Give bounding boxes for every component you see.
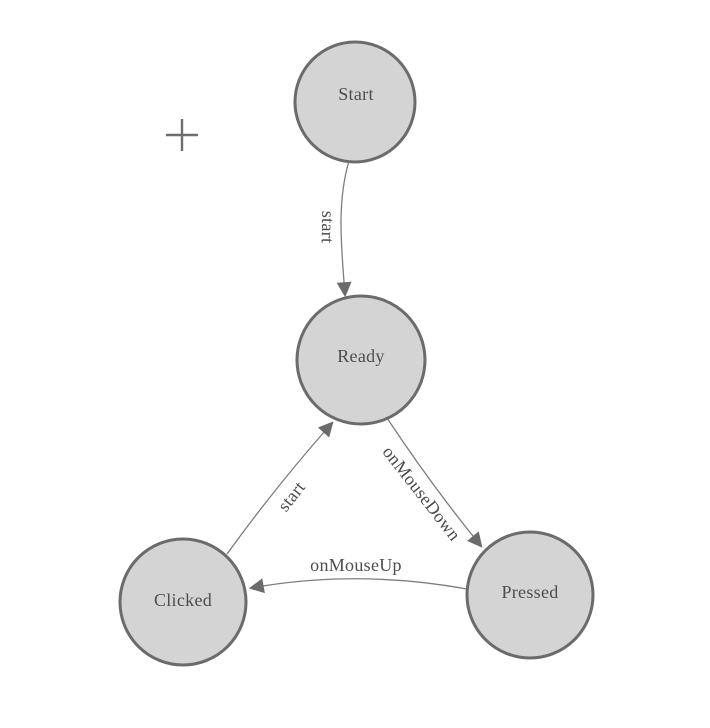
edge-pressed-to-clicked[interactable] (248, 578, 468, 594)
edge-layer (226, 160, 483, 594)
node-clicked[interactable]: Clicked (118, 537, 248, 667)
node-ready[interactable]: Ready (295, 294, 427, 426)
node-ready-circle[interactable] (295, 294, 427, 426)
node-pressed-label: Pressed (501, 582, 558, 602)
edge-start-to-ready[interactable] (336, 160, 352, 298)
edge-label-onmouseup: onMouseUp (310, 555, 402, 575)
node-start[interactable]: Start (293, 40, 417, 164)
edge-clicked-to-ready[interactable] (226, 421, 334, 555)
edge-label-start-to-ready: start (318, 211, 339, 244)
node-layer: Start Ready Clicked Pressed (118, 40, 595, 667)
node-pressed[interactable]: Pressed (465, 530, 595, 660)
edge-ready-to-pressed[interactable] (386, 417, 483, 548)
plus-crosshair-icon (166, 119, 198, 151)
node-clicked-circle[interactable] (118, 537, 248, 667)
edge-label-clicked-to-ready: start (273, 477, 309, 515)
node-start-label: Start (338, 84, 374, 104)
node-clicked-label: Clicked (154, 590, 212, 610)
edge-label-onmousedown: onMouseDown (379, 442, 465, 544)
node-ready-label: Ready (337, 346, 384, 366)
node-pressed-circle[interactable] (465, 530, 595, 660)
node-start-circle[interactable] (293, 40, 417, 164)
